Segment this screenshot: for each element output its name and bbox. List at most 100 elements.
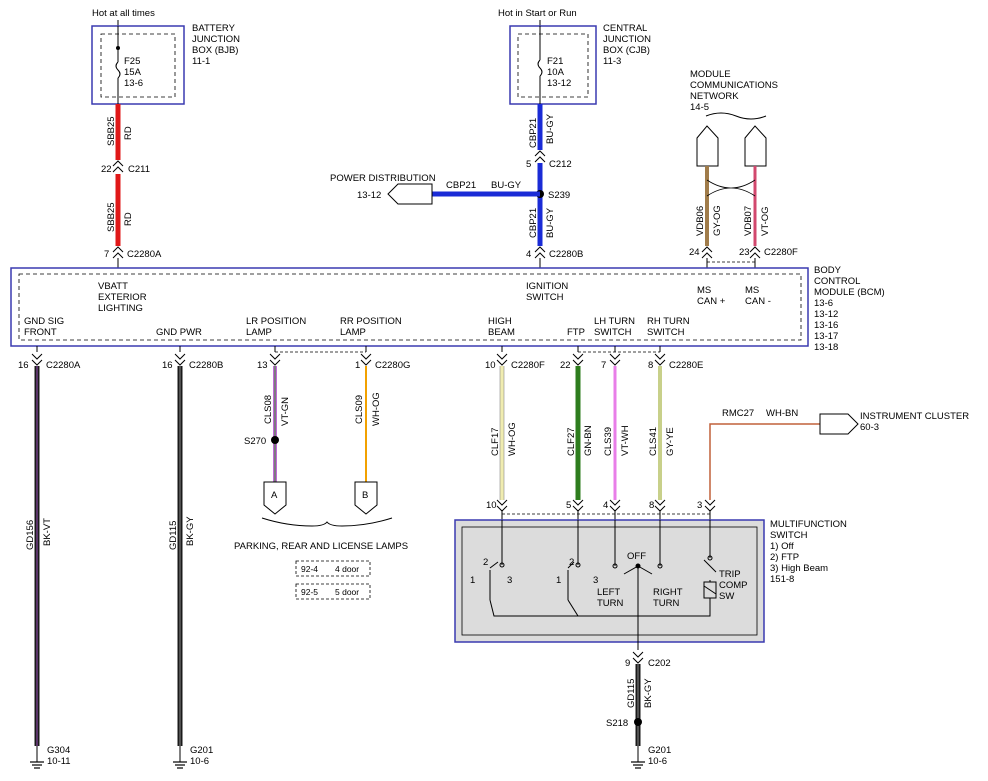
splice-s270: S270 bbox=[244, 436, 279, 447]
connector-c2280a-top: 7 C2280A bbox=[104, 246, 162, 268]
label-bkvt: BK-VT bbox=[42, 518, 53, 546]
wire-cls08: CLS08 VT-GN bbox=[263, 366, 291, 482]
bcm-title-3: MODULE (BCM) bbox=[814, 287, 885, 298]
label-whog-a: WH-OG bbox=[371, 392, 382, 426]
bcm-lr-2: LAMP bbox=[246, 327, 272, 338]
splice-s218: S218 bbox=[606, 718, 642, 729]
bcm-ftp: FTP bbox=[567, 327, 585, 338]
bcm-mscan-minus-2: CAN - bbox=[745, 296, 771, 307]
lamps-label: PARKING, REAR AND LICENSE LAMPS bbox=[234, 541, 408, 552]
wire-sbb25-lower: SBB25 RD bbox=[106, 174, 134, 246]
mfs-right-2: TURN bbox=[653, 598, 680, 609]
c212-pin: 5 bbox=[526, 159, 531, 170]
bcm-ref-1: 13-6 bbox=[814, 298, 833, 309]
wire-cbp21-lower-labels: CBP21 BU-GY bbox=[528, 207, 556, 238]
s270-label: S270 bbox=[244, 436, 266, 447]
cjb-title-2: JUNCTION bbox=[603, 34, 651, 45]
c212-label: C212 bbox=[549, 159, 572, 170]
bcm-mscan-plus-2: CAN + bbox=[697, 296, 726, 307]
connector-c2280b-top: 4 C2280B bbox=[526, 246, 583, 268]
mcn-line-2: COMMUNICATIONS bbox=[690, 80, 778, 91]
label-bkgy-left: BK-GY bbox=[185, 516, 196, 546]
label-clf17: CLF17 bbox=[490, 427, 501, 456]
cjb-fuse-ref: 13-12 bbox=[547, 78, 571, 89]
c2280b-pin: 4 bbox=[526, 249, 531, 260]
bcm-title-2: CONTROL bbox=[814, 276, 860, 287]
label-bugy-lower: BU-GY bbox=[545, 207, 556, 238]
bcm-ref-5: 13-18 bbox=[814, 342, 838, 353]
bottom-connectors bbox=[31, 346, 666, 366]
label-gnbn: GN-BN bbox=[583, 425, 594, 456]
ground-g201-right: G201 10-6 bbox=[631, 745, 671, 769]
cluster-ref: 60-3 bbox=[860, 422, 879, 433]
bjb-amps: 15A bbox=[124, 67, 142, 78]
mf-pin-5: 5 bbox=[566, 500, 571, 511]
label-gd115-right: GD115 bbox=[626, 679, 637, 708]
mfs-hb-pos-1: 1 bbox=[470, 575, 475, 586]
c2280b-label: C2280B bbox=[549, 249, 583, 260]
cjb-title-3: BOX (CJB) bbox=[603, 45, 650, 56]
cjb-fuse: F21 bbox=[547, 56, 563, 67]
bcm-hb-2: BEAM bbox=[488, 327, 515, 338]
g201-right-label: G201 bbox=[648, 745, 671, 756]
central-junction-box: Hot in Start or Run F21 10A 13-12 CENTRA… bbox=[498, 8, 651, 105]
bcm-vbatt-2: EXTERIOR bbox=[98, 292, 147, 303]
lamp-b-label: B bbox=[362, 490, 368, 501]
bcm-gndpwr: GND PWR bbox=[156, 327, 202, 338]
bcm-rh-2: SWITCH bbox=[647, 327, 685, 338]
label-cls41: CLS41 bbox=[648, 427, 659, 456]
lamp-ref-table: 92-4 4 door 92-5 5 door bbox=[295, 560, 371, 600]
label-vtog: VT-OG bbox=[760, 206, 771, 236]
body-control-module: VBATT EXTERIOR LIGHTING IGNITION SWITCH … bbox=[10, 265, 885, 353]
label-rmc27: RMC27 bbox=[722, 408, 754, 419]
label-sbb25-lower: SBB25 bbox=[106, 202, 117, 232]
bjb-fuse-ref: 13-6 bbox=[124, 78, 143, 89]
mfs-left-2: TURN bbox=[597, 598, 624, 609]
b-c2280a-pin: 16 bbox=[18, 360, 29, 371]
bcm-ignition-2: SWITCH bbox=[526, 292, 564, 303]
bjb-hot-label: Hot at all times bbox=[92, 8, 155, 19]
cjb-ref: 11-3 bbox=[603, 56, 621, 67]
mfs-trip-2: COMP bbox=[719, 580, 748, 591]
mfs-connector-labels: 10 5 4 8 3 bbox=[486, 500, 702, 511]
bcm-ignition-1: IGNITION bbox=[526, 281, 568, 292]
label-bugy-horizontal: BU-GY bbox=[491, 180, 522, 191]
bcm-rh-1: RH TURN bbox=[647, 316, 690, 327]
b-lr-pin: 13 bbox=[257, 360, 268, 371]
mfs-ref: 151-8 bbox=[770, 574, 794, 585]
label-cls39: CLS39 bbox=[603, 427, 614, 456]
b-c2280b-pin: 16 bbox=[162, 360, 173, 371]
power-distribution-label: POWER DISTRIBUTION bbox=[330, 173, 436, 184]
connector-c202: 9 C202 bbox=[625, 651, 671, 669]
c211-pin: 22 bbox=[101, 164, 112, 175]
mfs-right-1: RIGHT bbox=[653, 587, 683, 598]
connector-c2280f-top: 24 23 C2280F bbox=[689, 246, 798, 268]
b-rr-pin: 1 bbox=[355, 360, 360, 371]
c202-pin: 9 bbox=[625, 658, 630, 669]
wire-gd115-left: GD115 BK-GY bbox=[168, 366, 196, 746]
label-gyye: GY-YE bbox=[665, 427, 676, 456]
bcm-mscan-minus-1: MS bbox=[745, 285, 759, 296]
c2280a-pin: 7 bbox=[104, 249, 109, 260]
wire-rmc27: RMC27 WH-BN bbox=[709, 408, 820, 500]
instrument-cluster-ref: INSTRUMENT CLUSTER 60-3 bbox=[819, 411, 969, 435]
label-bkgy-right: BK-GY bbox=[643, 678, 654, 708]
label-cls08: CLS08 bbox=[263, 395, 274, 424]
wire-cbp21-horizontal: CBP21 BU-GY bbox=[432, 180, 540, 197]
label-vdb06: VDB06 bbox=[695, 206, 706, 236]
mfs-option-1: 1) Off bbox=[770, 541, 794, 552]
bcm-lh-1: LH TURN bbox=[594, 316, 635, 327]
bcm-ref-3: 13-16 bbox=[814, 320, 838, 331]
bcm-lr-1: LR POSITION bbox=[246, 316, 306, 327]
bcm-rr-2: LAMP bbox=[340, 327, 366, 338]
mcn-line-3: NETWORK bbox=[690, 91, 739, 102]
wire-cbp21-upper: CBP21 BU-GY bbox=[528, 104, 556, 150]
label-cbp21-lower: CBP21 bbox=[528, 208, 539, 238]
bcm-hb-1: HIGH bbox=[488, 316, 512, 327]
cjb-title-1: CENTRAL bbox=[603, 23, 647, 34]
lamp-row1-ref: 92-4 bbox=[301, 564, 318, 574]
ground-g201-left: G201 10-6 bbox=[173, 745, 213, 769]
b-c2280e-label: C2280E bbox=[669, 360, 703, 371]
lamp-row2-door: 5 door bbox=[335, 587, 359, 597]
